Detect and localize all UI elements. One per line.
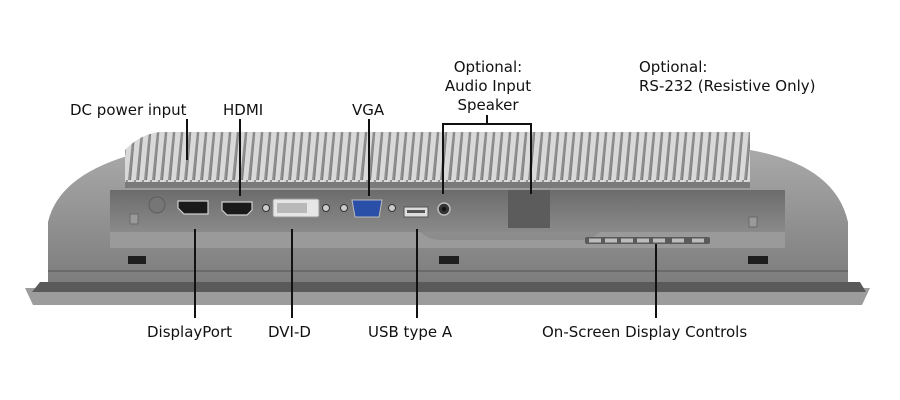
label-vga: VGA xyxy=(352,101,385,119)
label-usb-type-a: USB type A xyxy=(368,323,453,341)
label-optional-audio: Optional: Audio Input Speaker xyxy=(428,58,548,115)
label-rs232: RS-232 (Resistive Only) xyxy=(639,77,816,95)
vga-connector xyxy=(351,199,383,218)
label-speaker: Speaker xyxy=(457,96,519,114)
speaker-grille xyxy=(508,190,550,228)
heatsink-fins xyxy=(125,132,750,186)
label-audio-optional: Optional: xyxy=(453,58,523,76)
hdmi-connector xyxy=(221,201,253,216)
label-osd-controls: On-Screen Display Controls xyxy=(542,323,748,341)
label-dvi-d: DVI-D xyxy=(268,323,311,341)
displayport-connector xyxy=(177,200,209,215)
label-audio-input: Audio Input xyxy=(444,77,532,95)
leader-lines xyxy=(186,115,657,318)
label-rs232-optional: Optional: xyxy=(639,58,708,76)
label-hdmi: HDMI xyxy=(223,101,264,119)
label-displayport: DisplayPort xyxy=(147,323,233,341)
bezel-lip xyxy=(25,288,870,305)
label-dc-power-input: DC power input xyxy=(70,101,187,119)
label-optional-rs232: Optional: RS-232 (Resistive Only) xyxy=(639,58,816,96)
